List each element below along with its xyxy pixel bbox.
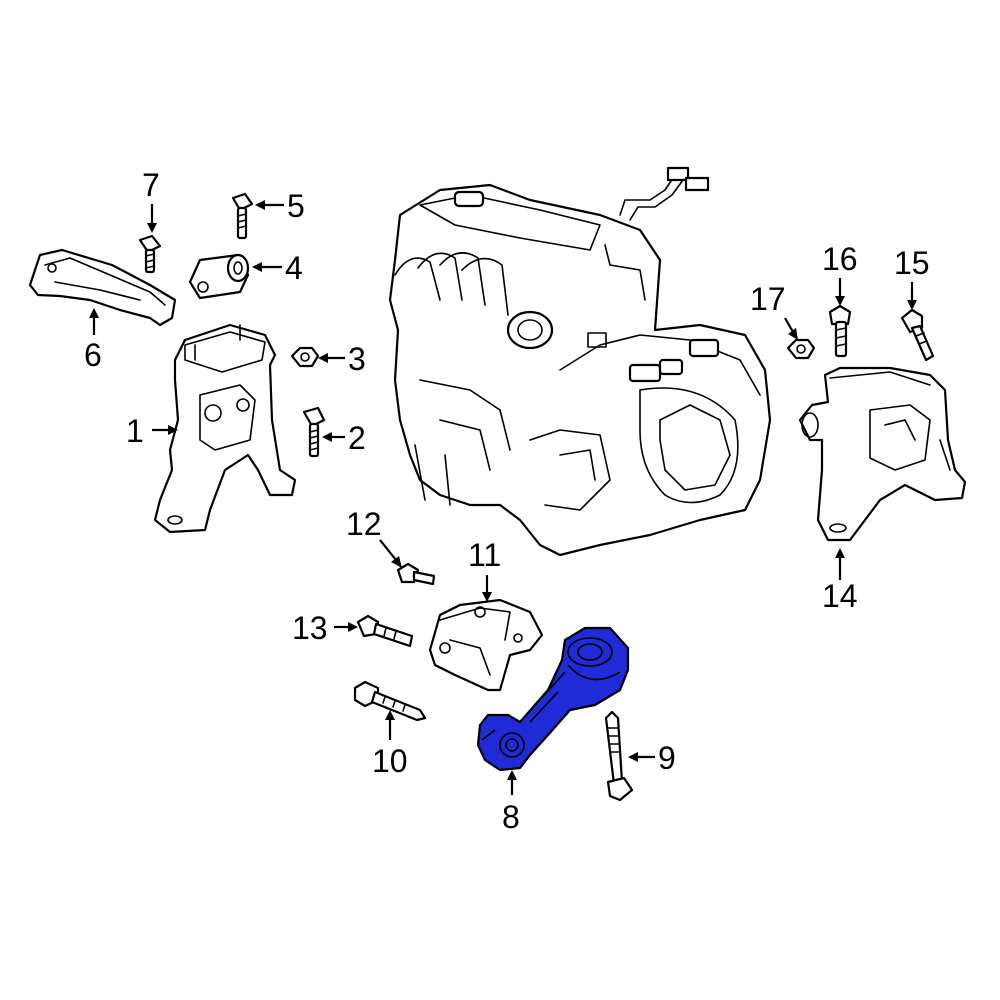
callout-labels: 1 2 3 4 5 6 7 8 9 10 11 12 13 14 15 16 1…	[84, 167, 930, 835]
callout-4: 4	[285, 250, 303, 286]
part-11-mount-bracket	[428, 598, 544, 692]
part-2-bolt	[302, 406, 326, 458]
callout-14: 14	[822, 578, 858, 614]
callout-3: 3	[348, 341, 366, 377]
callout-12: 12	[346, 506, 382, 542]
callout-8: 8	[502, 799, 520, 835]
callout-17: 17	[750, 281, 786, 317]
part-13-bolt	[356, 614, 414, 648]
part-9-long-bolt	[604, 710, 634, 802]
part-4-bushing	[188, 253, 250, 300]
part-6-upper-bracket	[28, 248, 177, 327]
part-15-bolt	[900, 308, 935, 362]
callout-7: 7	[142, 167, 160, 203]
part-12-bolt	[396, 562, 436, 586]
part-10-long-bolt	[353, 680, 427, 722]
engine-transmission-assembly	[388, 166, 772, 557]
callout-5: 5	[287, 188, 305, 224]
callout-16: 16	[822, 241, 858, 277]
callout-15: 15	[894, 245, 930, 281]
callout-11: 11	[468, 537, 501, 573]
part-14-right-mount-bracket	[798, 366, 967, 542]
part-8-torque-rod	[476, 626, 630, 772]
part-5-bolt	[231, 192, 254, 240]
part-16-bolt	[828, 304, 852, 358]
part-17-nut	[786, 338, 816, 360]
part-1-engine-mount-bracket	[153, 323, 297, 534]
callout-13: 13	[292, 610, 328, 646]
part-3-nut	[290, 346, 320, 368]
callout-6: 6	[84, 337, 102, 373]
callout-leaders	[89, 200, 917, 795]
callout-9: 9	[658, 740, 676, 776]
callout-10: 10	[372, 743, 408, 779]
callout-2: 2	[348, 420, 366, 456]
callout-1: 1	[126, 413, 144, 449]
part-7-bolt	[138, 234, 162, 274]
